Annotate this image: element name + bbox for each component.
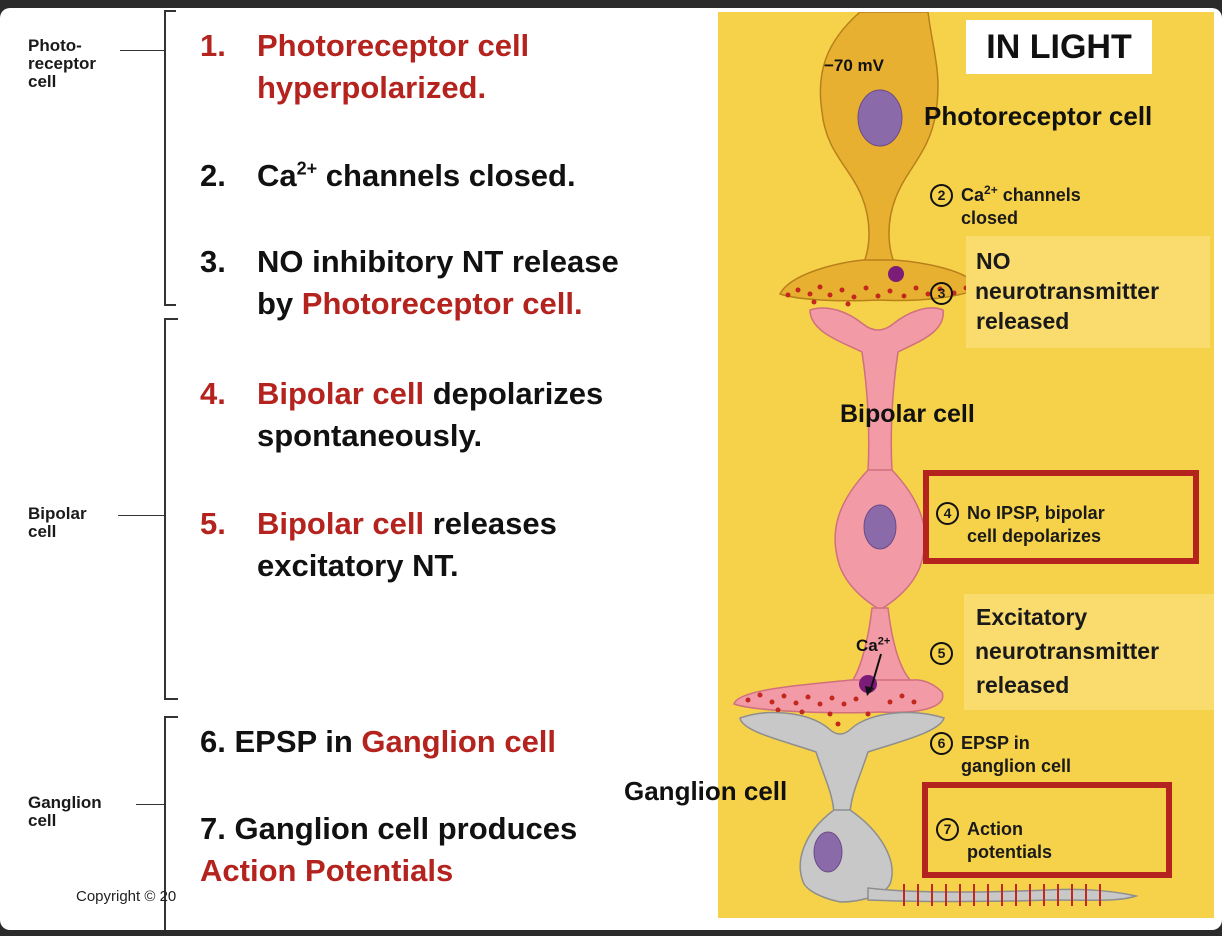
synaptic-vesicles-top [785,284,969,307]
calcium-channel-top [888,266,904,282]
step-5: 5.Bipolar cell releases excitatory NT. [200,506,557,583]
action-potential-marks [903,884,1101,906]
step-number-badge: 4 [936,502,959,525]
ganglion-bracket [164,716,178,930]
step-number-badge: 7 [936,818,959,841]
ca-label: Ca2+ [856,635,891,655]
ganglion-side-label: Ganglion cell [28,793,102,830]
photoreceptor-side-label: Photo- receptor cell [28,36,97,91]
bipolar-synaptic-terminal [733,679,944,714]
ganglion-cell-label: Ganglion cell [624,776,788,806]
diagram-panel: −70 mV Photoreceptor cell Bipolar cell C… [718,12,1214,918]
bipolar-cell-label: Bipolar cell [840,400,975,428]
bipolar-dendrite [809,307,944,473]
step-4: 4.Bipolar cell depolarizes spontaneously… [200,376,604,453]
step-number-badge: 6 [930,732,953,755]
callout-7-highlight [922,782,1172,878]
step-number-badge: 2 [930,184,953,207]
step-number-badge: 5 [930,642,953,665]
ganglion-nucleus [813,831,843,873]
photoreceptor-cell-label: Photoreceptor cell [924,101,1153,131]
voltage-label: −70 mV [824,56,885,75]
bipolar-nucleus [863,504,897,550]
slide: Photo- receptor cell Bipolar cell Gangli… [0,8,1222,930]
calcium-arrowhead [865,686,874,696]
ganglion-label-tick [136,804,164,805]
retina-cells-illustration [733,12,1139,906]
callout-5-box [964,594,1214,710]
bipolar-bracket [164,318,178,700]
photoreceptor-nucleus [857,89,903,147]
bipolar-side-label: Bipolar cell [28,504,87,541]
photoreceptor-bracket [164,10,176,306]
copyright-text: Copyright © 20 [76,888,177,905]
step-7: 7. Ganglion cell produces Action Potenti… [200,811,578,888]
step-1: 1.Photoreceptor cell hyperpolarized. [200,28,530,105]
callout-4-highlight [923,470,1199,564]
step-3: 3.NO inhibitory NT release by Photorecep… [200,244,619,321]
photoreceptor-label-tick [120,50,164,51]
step-number-badge: 3 [930,282,953,305]
ganglion-dendrite [739,711,945,813]
in-light-title: IN LIGHT [966,20,1152,74]
callout-3-box [966,236,1210,348]
calcium-arrow [869,653,882,693]
bipolar-label-tick [118,515,164,516]
step-2: 2.Ca2+ channels closed. [200,158,576,193]
step-6: 6. EPSP in Ganglion cell [200,724,557,759]
